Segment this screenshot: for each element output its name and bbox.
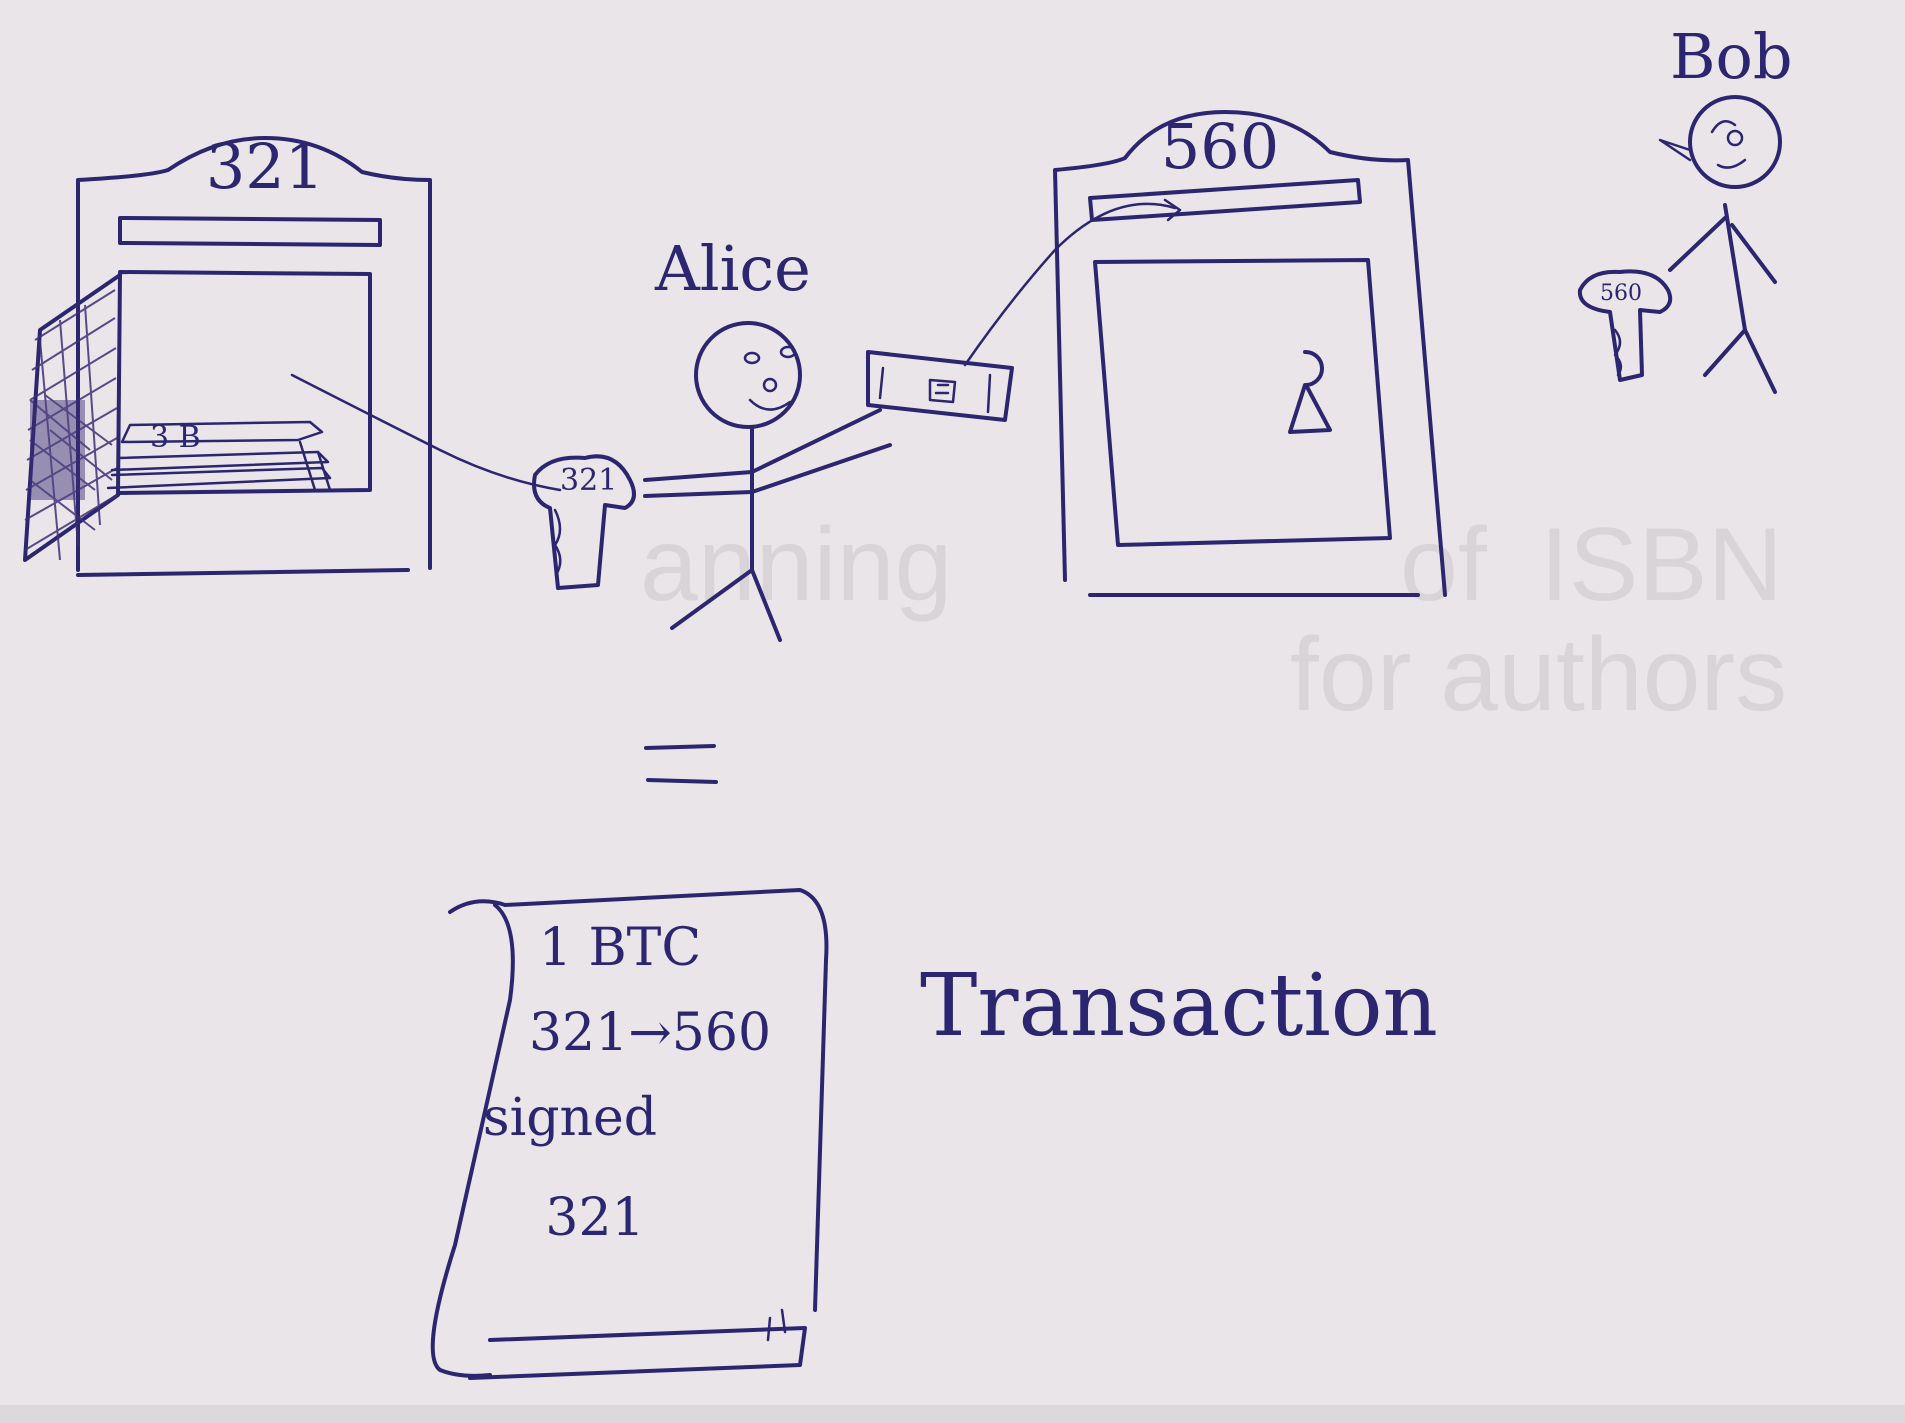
bob-name: Bob xyxy=(1670,20,1793,93)
svg-text:anning: anning xyxy=(640,507,952,623)
scroll-addresses: 321→560 xyxy=(529,1003,771,1063)
transfer-arrow xyxy=(963,202,1177,367)
key-560-label: 560 xyxy=(1600,281,1642,306)
svg-text:ISBN: ISBN xyxy=(1540,507,1783,623)
scroll-signer: 321 xyxy=(545,1188,644,1248)
coin-stack: 3 B xyxy=(106,420,332,492)
svg-text:for authors: for authors xyxy=(1290,617,1787,733)
alice-figure: Alice xyxy=(643,232,892,642)
key-560: 560 xyxy=(1577,269,1673,382)
safe-560-number: 560 xyxy=(1161,110,1279,183)
key-321: 321 xyxy=(532,454,636,590)
equals-sign: = xyxy=(644,744,718,784)
safe-321-number: 321 xyxy=(206,130,324,203)
paper-bottom-edge xyxy=(0,1405,1905,1423)
transaction-scroll: 1 BTC 321→560 signed 321 xyxy=(430,888,829,1380)
bob-figure: Bob xyxy=(1658,20,1793,394)
coin-stack-label: 3 B xyxy=(150,420,201,455)
alice-name: Alice xyxy=(654,232,811,305)
scroll-signed: signed xyxy=(483,1088,657,1148)
transaction-label: Transaction xyxy=(920,956,1438,1056)
safe-321: 321 3 B xyxy=(23,130,562,577)
paper-bleed-through: anning of ISBN for authors xyxy=(640,507,1787,733)
safe-560: 560 xyxy=(1053,110,1447,597)
scroll-amount: 1 BTC xyxy=(539,918,701,978)
bitcoin-bill xyxy=(866,350,1014,422)
door-hatching xyxy=(24,289,118,561)
key-321-label: 321 xyxy=(560,463,617,498)
